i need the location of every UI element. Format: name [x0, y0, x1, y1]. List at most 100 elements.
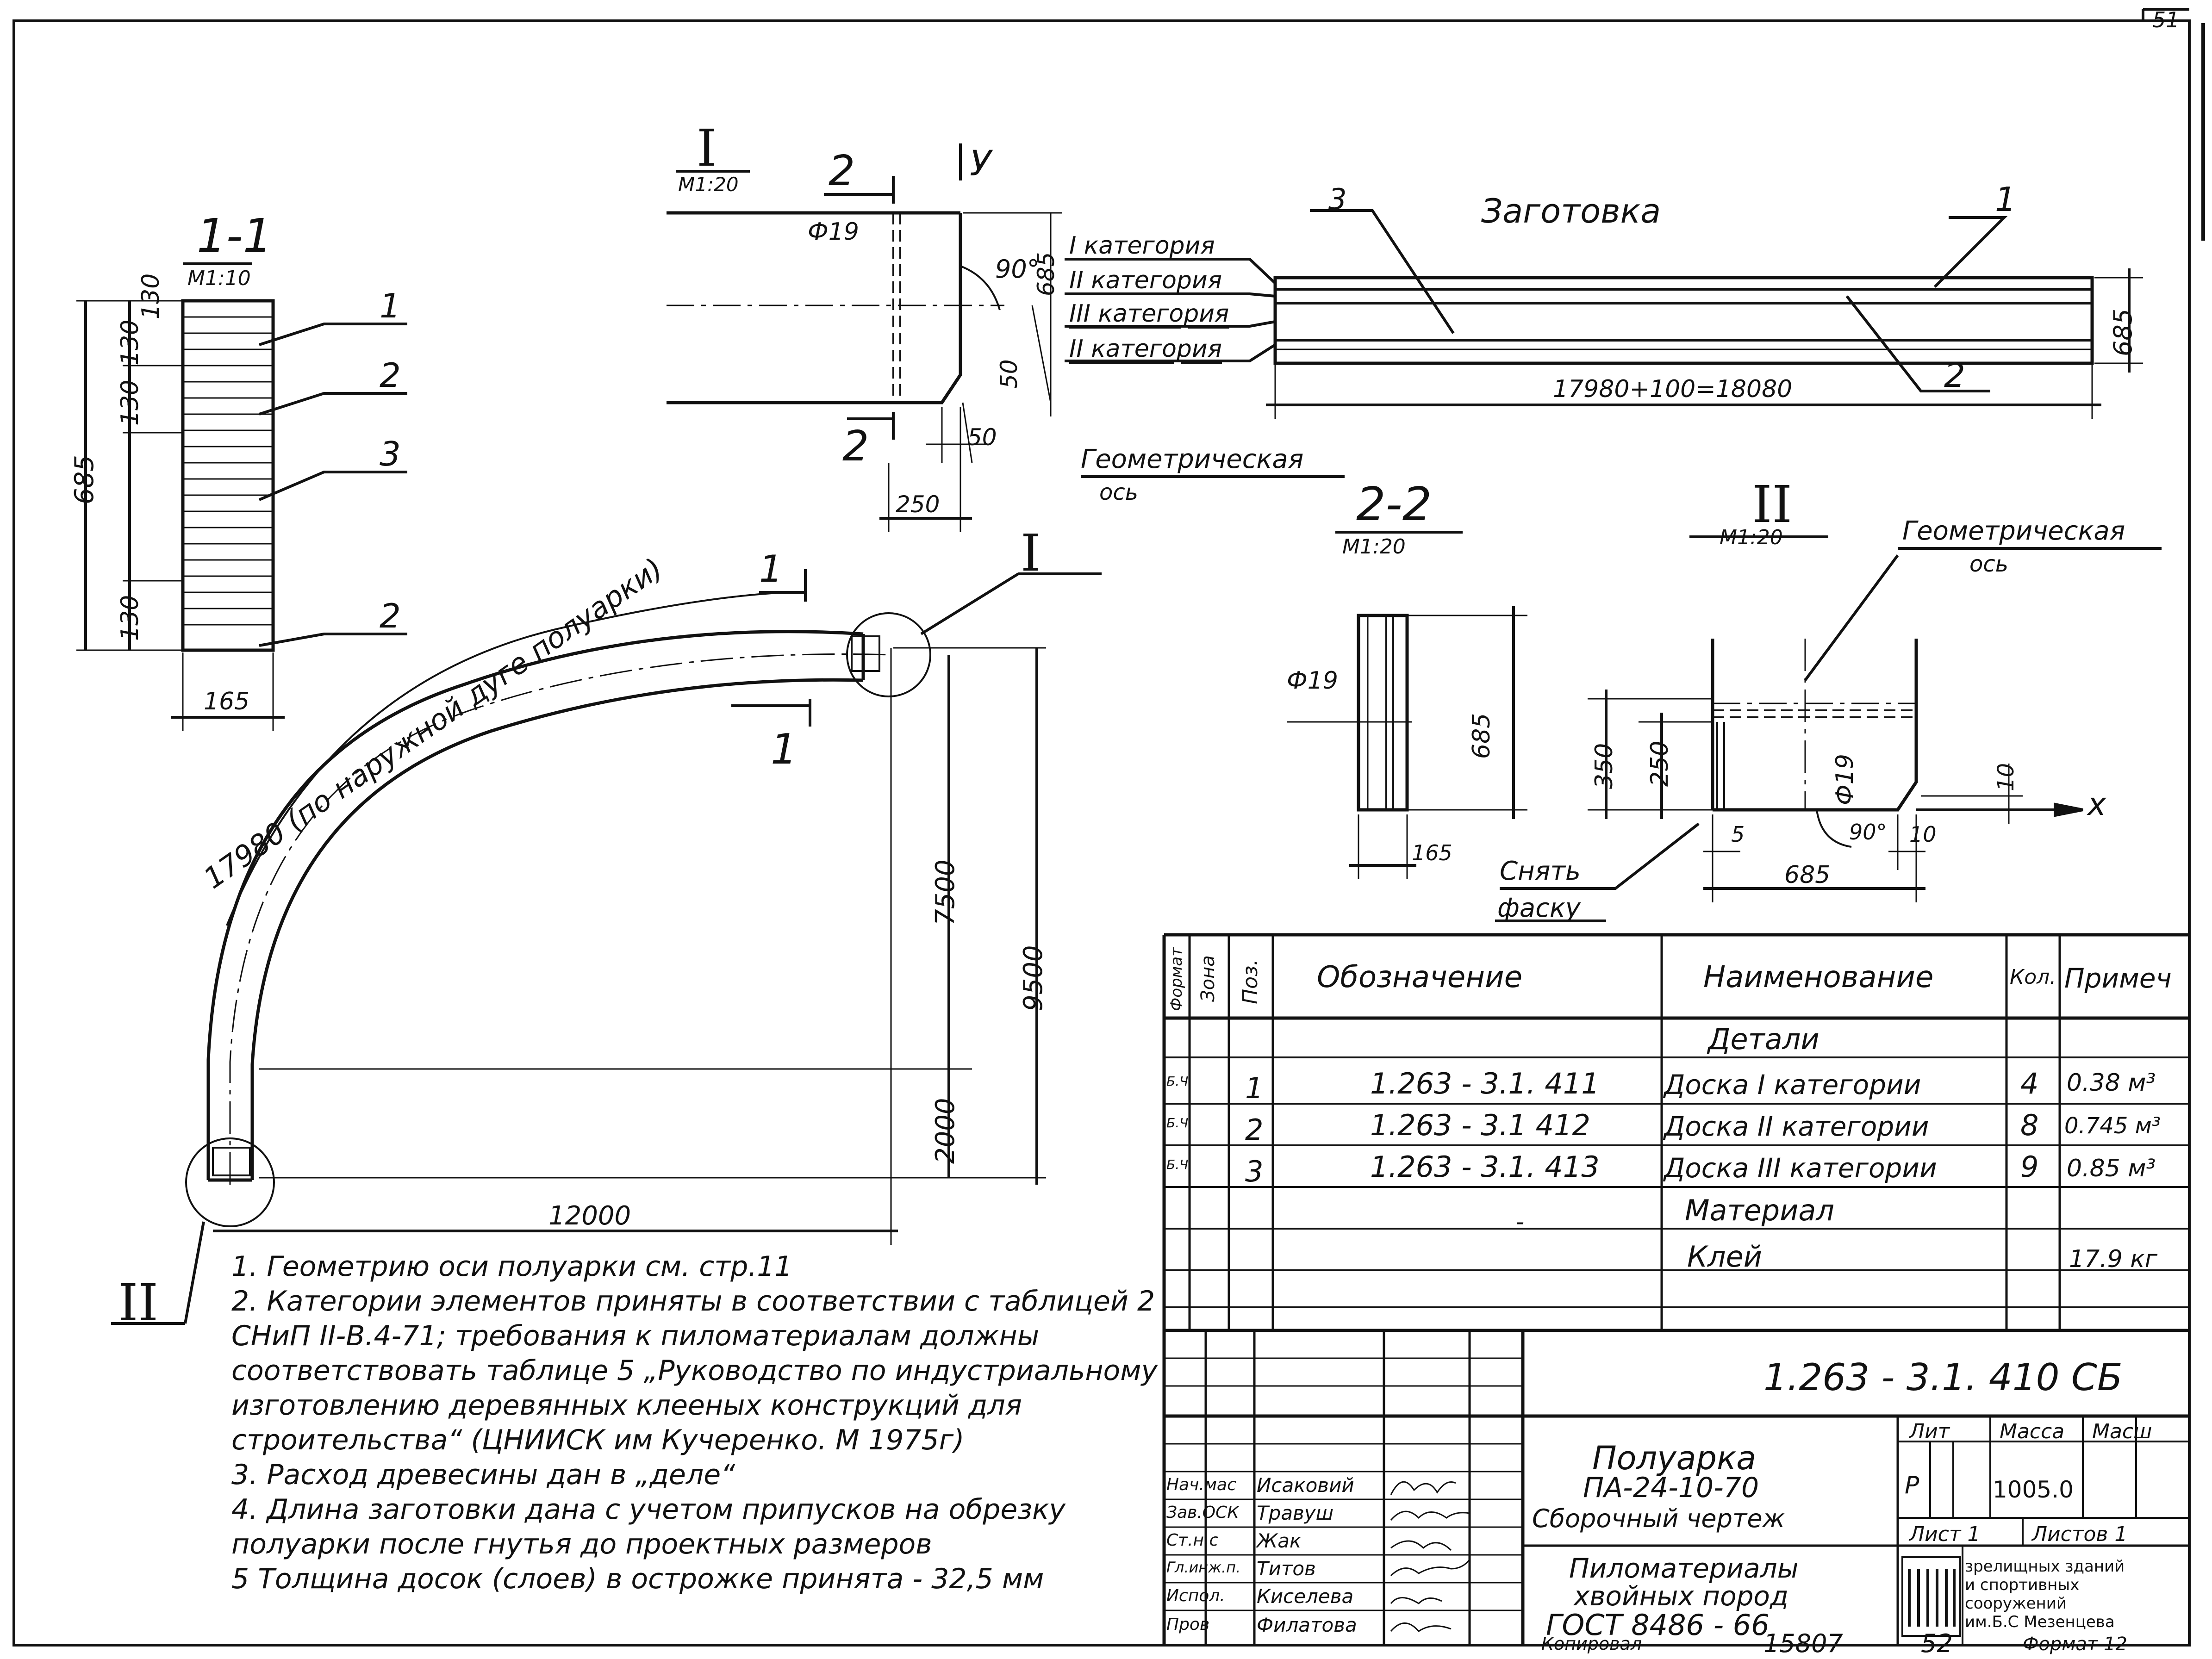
row-1-name: Доска I категории — [1664, 1069, 1921, 1100]
dim-685-section-2-2: 685 — [1468, 713, 1495, 759]
section-2-2-title: 2-2 — [1356, 477, 1432, 531]
row-1-note: 0.38 м³ — [2067, 1069, 2156, 1097]
org-line-1: зрелищных зданий — [1965, 1557, 2125, 1576]
title-line-1: Полуарка — [1592, 1439, 1757, 1477]
title-line-2: ПА-24-10-70 — [1583, 1472, 1759, 1504]
staff-role-3: Ст.н.с — [1166, 1531, 1219, 1550]
spec-header-note: Примеч — [2064, 963, 2172, 994]
dim-685-view-II: 685 — [1784, 861, 1831, 889]
dim-350: 350 — [1590, 743, 1618, 789]
sheet-number: 51 — [2152, 7, 2180, 32]
row-1-qty: 4 — [2020, 1067, 2039, 1100]
sheet-label: Лист 1 — [1909, 1522, 1981, 1546]
section-1-1-scale: М1:10 — [187, 267, 251, 290]
geometric-axis-label-1: Геометрическая — [1081, 444, 1304, 474]
dim-250-view-II: 250 — [1646, 740, 1674, 787]
staff-role-2: Зав.ОСК — [1166, 1503, 1239, 1522]
category-label-4: II категория — [1069, 335, 1222, 363]
org-line-3: сооружений — [1965, 1594, 2067, 1613]
scale-label: Масш — [2092, 1420, 2152, 1443]
callout-1: 1 — [380, 286, 401, 325]
view-II-axis-label-1: Геометрическая — [1902, 516, 2125, 546]
callout-2b: 2 — [380, 596, 401, 635]
material-line-2: хвойных пород — [1574, 1580, 1788, 1612]
org-line-4: им.Б.С Мезенцева — [1965, 1613, 2115, 1631]
inventory-number: 15807 — [1763, 1629, 1843, 1658]
note-3: 3. Расход древесины дан в „деле“ — [231, 1459, 735, 1491]
cut-2-bottom: 2 — [842, 422, 869, 471]
copied-by-label: Копировал — [1541, 1634, 1642, 1654]
lit-label: Лит — [1909, 1420, 1950, 1443]
staff-role-6: Пров — [1166, 1615, 1210, 1634]
view-II-title: II — [1752, 475, 1792, 534]
category-label-1: I категория — [1069, 232, 1215, 260]
dim-2000: 2000 — [930, 1098, 960, 1164]
mass-label: Масса — [2000, 1420, 2065, 1443]
dim-span-12000: 12000 — [548, 1201, 631, 1231]
hole-dia-view-II: Ф19 — [1831, 754, 1859, 805]
chamfer-note-1: Снять — [1500, 856, 1581, 886]
view-II-drawing — [1495, 535, 2162, 922]
angle-view-II: 90° — [1849, 820, 1887, 845]
format-label: Формат 12 — [2023, 1634, 2127, 1655]
dim-130-b: 130 — [116, 379, 144, 426]
detail-II-marker: II — [118, 1273, 158, 1332]
note-4: 4. Длина заготовки дана с учетом припуск… — [231, 1493, 1065, 1560]
geometric-axis-label-2: ось — [1099, 479, 1139, 505]
view-I-drawing — [667, 143, 1062, 532]
blank-callout-3: 3 — [1328, 182, 1347, 216]
document-code: 1.263 - 3.1. 410 СБ — [1763, 1356, 2123, 1399]
cut-1-bottom: 1 — [771, 725, 798, 774]
dim-50-a: 50 — [996, 359, 1022, 389]
row-3-note: 0.85 м³ — [2067, 1155, 2156, 1182]
blank-drawing — [1065, 209, 2143, 419]
detail-I-marker: I — [1021, 523, 1041, 583]
org-logo-graphic — [1908, 1569, 1956, 1627]
view-I-scale: М1:20 — [678, 173, 739, 196]
view-II-scale: М1:20 — [1720, 526, 1783, 549]
material-line-3: ГОСТ 8486 - 66 — [1546, 1608, 1770, 1642]
callout-2: 2 — [380, 356, 401, 395]
row-2-designation: 1.263 - 3.1 412 — [1370, 1108, 1590, 1142]
category-label-2: II категория — [1069, 267, 1222, 294]
staff-name-3: Жак — [1257, 1529, 1302, 1552]
row-3-pos: 3 — [1245, 1155, 1264, 1188]
staff-role-5: Испол. — [1166, 1586, 1225, 1605]
dim-130-a: 130 — [116, 319, 144, 366]
section-1-1-drawing — [76, 262, 407, 731]
dim-5: 5 — [1731, 822, 1745, 847]
row-3-name: Доска III категории — [1664, 1152, 1937, 1184]
dim-10-a: 10 — [1993, 763, 2019, 791]
blank-callout-2: 2 — [1944, 356, 1965, 395]
angle-view-I: 90° — [995, 255, 1040, 284]
view-I-title: I — [697, 118, 717, 178]
bottom-page-number: 52 — [1921, 1629, 1953, 1658]
cut-2-top: 2 — [829, 147, 855, 195]
material-line-1: Пиломатериалы — [1569, 1553, 1799, 1584]
org-line-2: и спортивных — [1965, 1576, 2080, 1594]
dim-130-bottom: 130 — [116, 595, 144, 641]
staff-role-1: Нач.мас — [1166, 1475, 1236, 1494]
row-3-qty: 9 — [2020, 1150, 2039, 1184]
sheet-border — [12, 19, 2191, 1647]
note-2: 2. Категории элементов приняты в соответ… — [231, 1285, 1158, 1456]
hole-dia-section-2-2: Ф19 — [1287, 667, 1338, 695]
title-block-grid — [1164, 1329, 2189, 1645]
staff-name-5: Киселева — [1257, 1585, 1354, 1608]
material-name: Клей — [1687, 1240, 1763, 1274]
note-5: 5 Толщина досок (слоев) в острожке приня… — [231, 1563, 1044, 1595]
spec-header-format: Формат — [1167, 947, 1186, 1011]
row-1-designation: 1.263 - 3.1. 411 — [1370, 1067, 1600, 1100]
arch-drawing — [111, 569, 1102, 1325]
staff-name-2: Травуш — [1257, 1502, 1334, 1524]
dim-width-165: 165 — [204, 688, 250, 715]
dim-685-view-I: 685 — [1033, 252, 1059, 296]
axis-y-label: У — [970, 143, 991, 184]
row-2-name: Доска II категории — [1664, 1111, 1929, 1142]
title-line-3: Сборочный чертеж — [1532, 1504, 1785, 1533]
sheets-label: Листов 1 — [2032, 1522, 2128, 1546]
dim-7500: 7500 — [930, 859, 960, 926]
row-1-format: Б.Ч. — [1166, 1074, 1193, 1089]
blank-title: Заготовка — [1481, 192, 1661, 230]
